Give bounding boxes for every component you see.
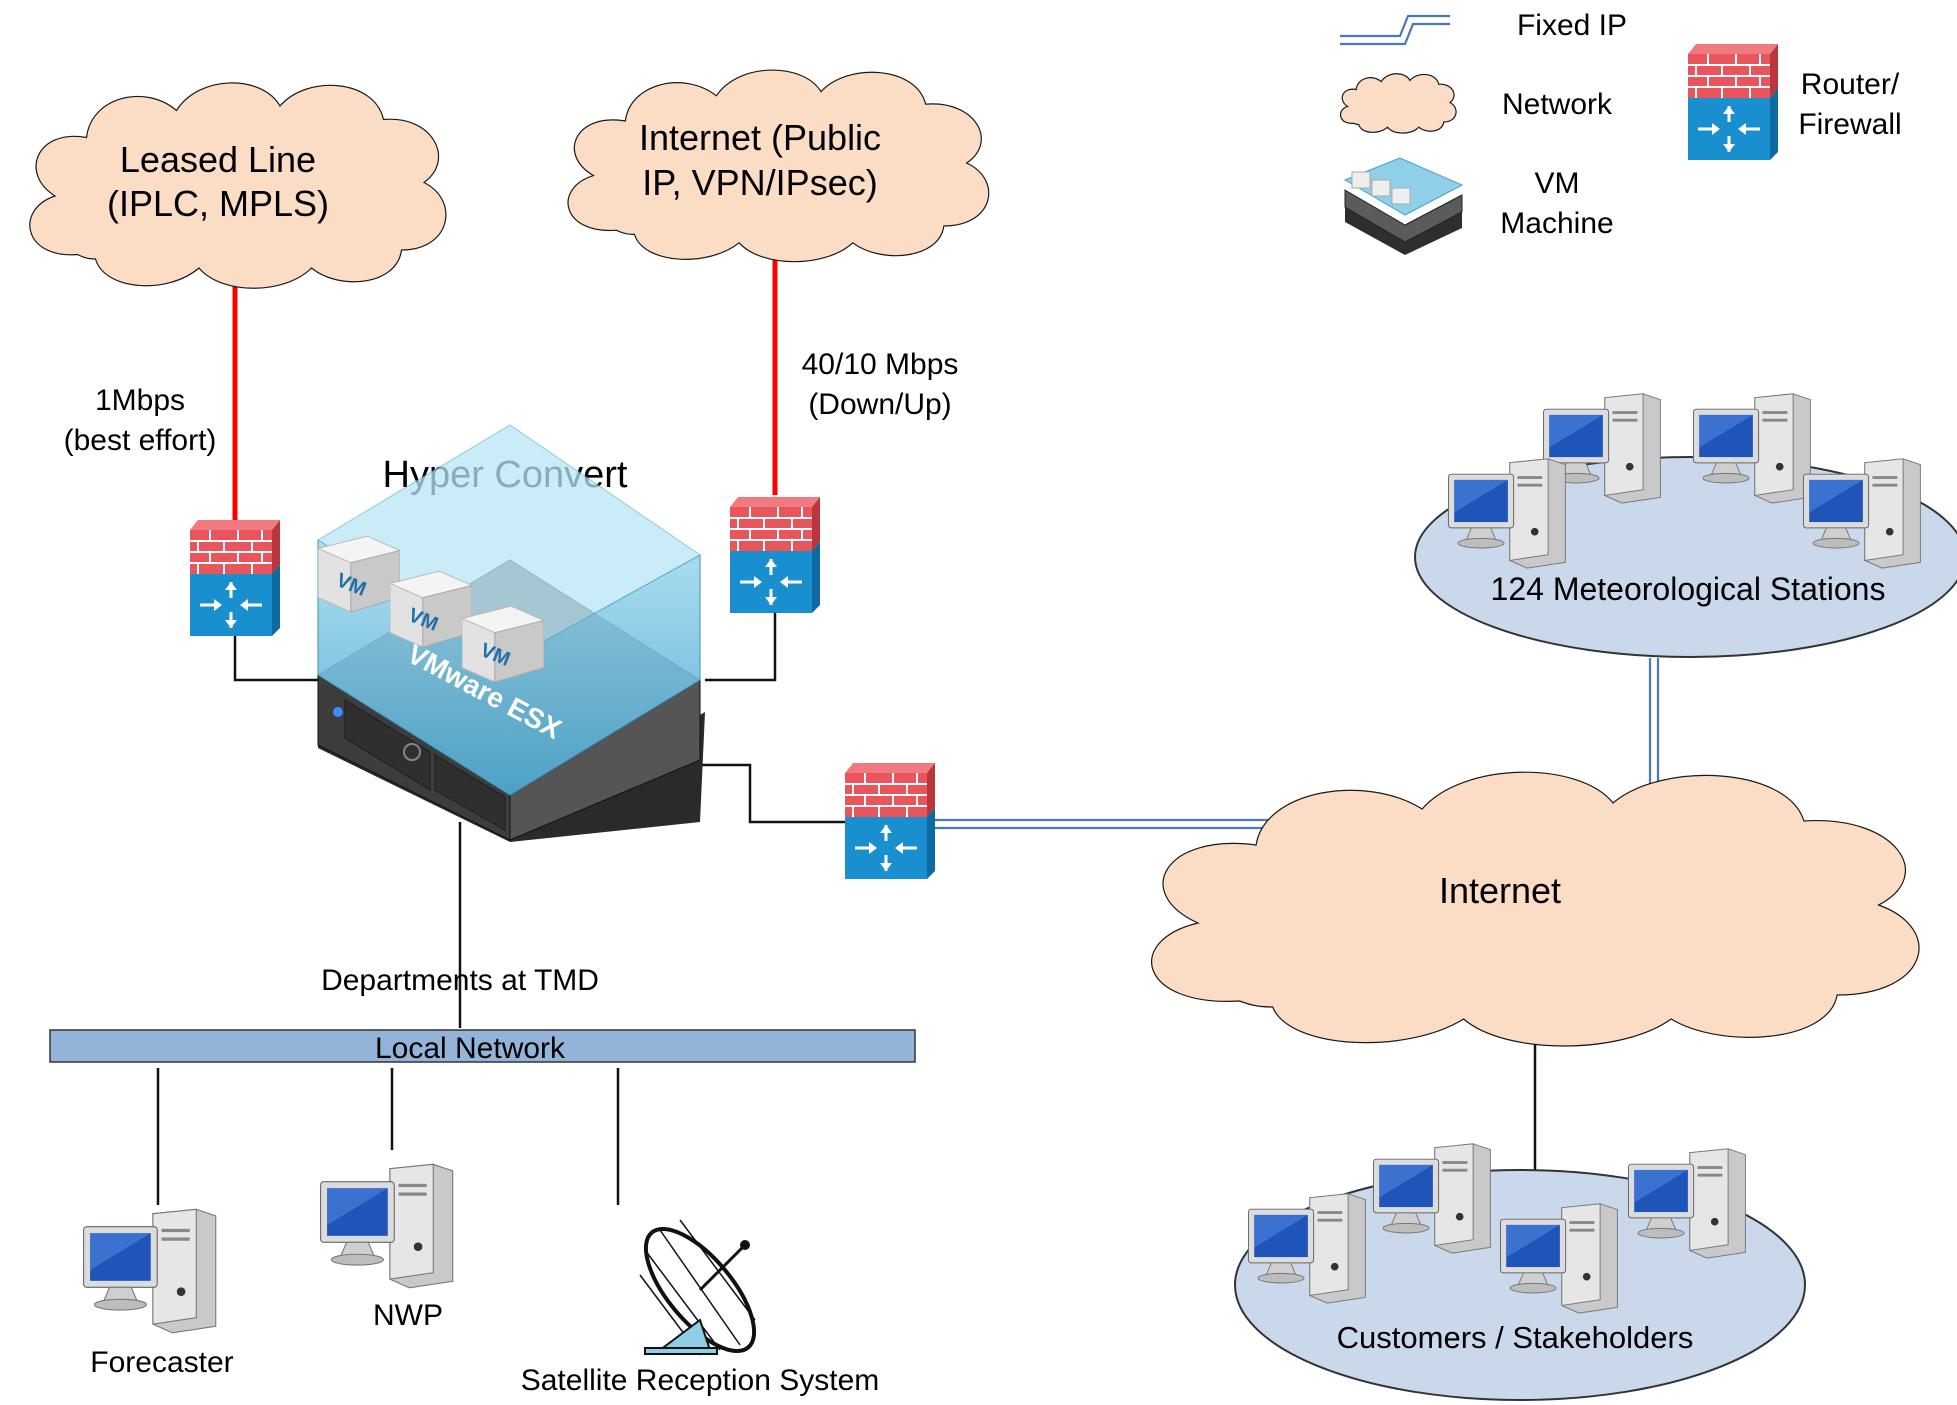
router-firewall-left-icon xyxy=(190,520,280,636)
internet-speed-sublabel: (Down/Up) xyxy=(808,388,951,421)
satellite-dish-icon xyxy=(639,1219,757,1356)
router-firewall-legend-icon xyxy=(1688,44,1778,160)
internet-public-cloud: Internet (Public IP, VPN/IPsec) xyxy=(566,68,991,264)
legend: Fixed IP Network VM Machine Router/ Fire… xyxy=(1340,9,1902,255)
customers-group: Customers / Stakeholders xyxy=(1234,1143,1806,1401)
router-legend-label: Router/ xyxy=(1801,68,1900,101)
vm-cube-1: VM xyxy=(318,535,400,612)
local-network-label: Local Network xyxy=(375,1032,566,1065)
fixed-ip-legend-label: Fixed IP xyxy=(1517,9,1627,42)
router-legend-sublabel: Firewall xyxy=(1798,108,1901,141)
vm-machine-legend-icon xyxy=(1343,157,1464,255)
leased-speed-sublabel: (best effort) xyxy=(64,424,217,457)
local-network-bar xyxy=(49,1029,916,1063)
satellite-label: Satellite Reception System xyxy=(521,1364,880,1397)
departments-label: Departments at TMD xyxy=(321,964,599,997)
internet-label: Internet xyxy=(1439,870,1561,911)
nwp-computer-icon xyxy=(320,1163,454,1289)
forecaster-computer-icon xyxy=(83,1208,217,1334)
leased-speed-label: 1Mbps xyxy=(95,384,185,417)
internet-public-label: Internet (Public xyxy=(639,117,881,158)
vm-machine-legend-sublabel: Machine xyxy=(1500,207,1613,240)
fixed-ip-legend-icon xyxy=(1340,14,1450,46)
network-legend-cloud-icon xyxy=(1340,73,1457,134)
network-legend-label: Network xyxy=(1502,88,1613,121)
leased-line-label: Leased Line xyxy=(120,139,316,180)
forecaster-label: Forecaster xyxy=(90,1346,233,1379)
vm-cube-2: VM xyxy=(390,570,472,647)
leased-line-cloud: Leased Line (IPLC, MPLS) xyxy=(28,81,448,290)
meteorological-stations-group: 124 Meteorological Stations xyxy=(1414,393,1957,658)
vm-machine-legend-label: VM xyxy=(1535,167,1580,200)
vm-cube-3: VM xyxy=(462,605,544,682)
stations-label: 124 Meteorological Stations xyxy=(1491,571,1886,607)
router-left-to-server-line xyxy=(233,635,318,682)
customers-label: Customers / Stakeholders xyxy=(1337,1320,1694,1355)
internet-cloud: Internet xyxy=(1152,772,1919,1046)
router-right-to-server-line xyxy=(705,612,777,682)
router-firewall-right-icon xyxy=(730,497,820,613)
vmware-esx-server-icon: VMware ESX VM VM VM xyxy=(317,424,705,842)
internet-speed-label: 40/10 Mbps xyxy=(802,348,959,381)
internet-public-sublabel: IP, VPN/IPsec) xyxy=(642,162,877,203)
nwp-label: NWP xyxy=(373,1299,443,1332)
leased-line-sublabel: (IPLC, MPLS) xyxy=(107,183,329,224)
router-firewall-bottom-icon xyxy=(845,763,935,879)
